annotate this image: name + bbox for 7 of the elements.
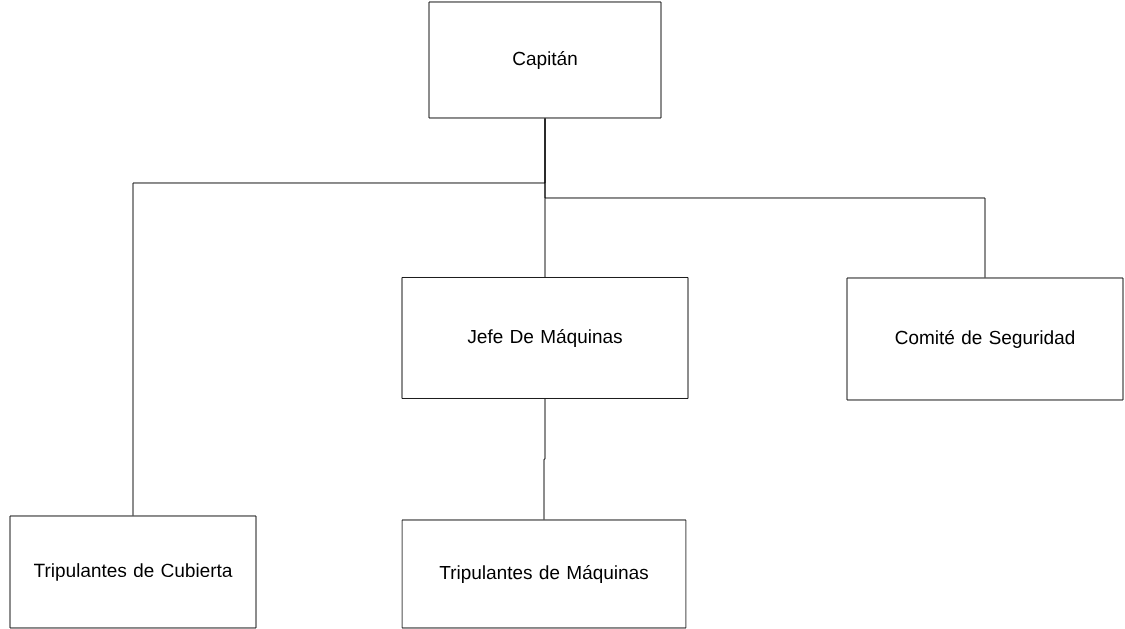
- org-box: Comité de Seguridad: [846, 277, 1124, 401]
- org-box: Tripulantes de Máquinas: [401, 519, 687, 629]
- org-box: Tripulantes de Cubierta: [9, 515, 257, 629]
- org-box: Capitán: [428, 1, 662, 119]
- org-box: Jefe De Máquinas: [401, 277, 689, 399]
- connector-line: [543, 398, 546, 520]
- connector-line: [544, 118, 986, 278]
